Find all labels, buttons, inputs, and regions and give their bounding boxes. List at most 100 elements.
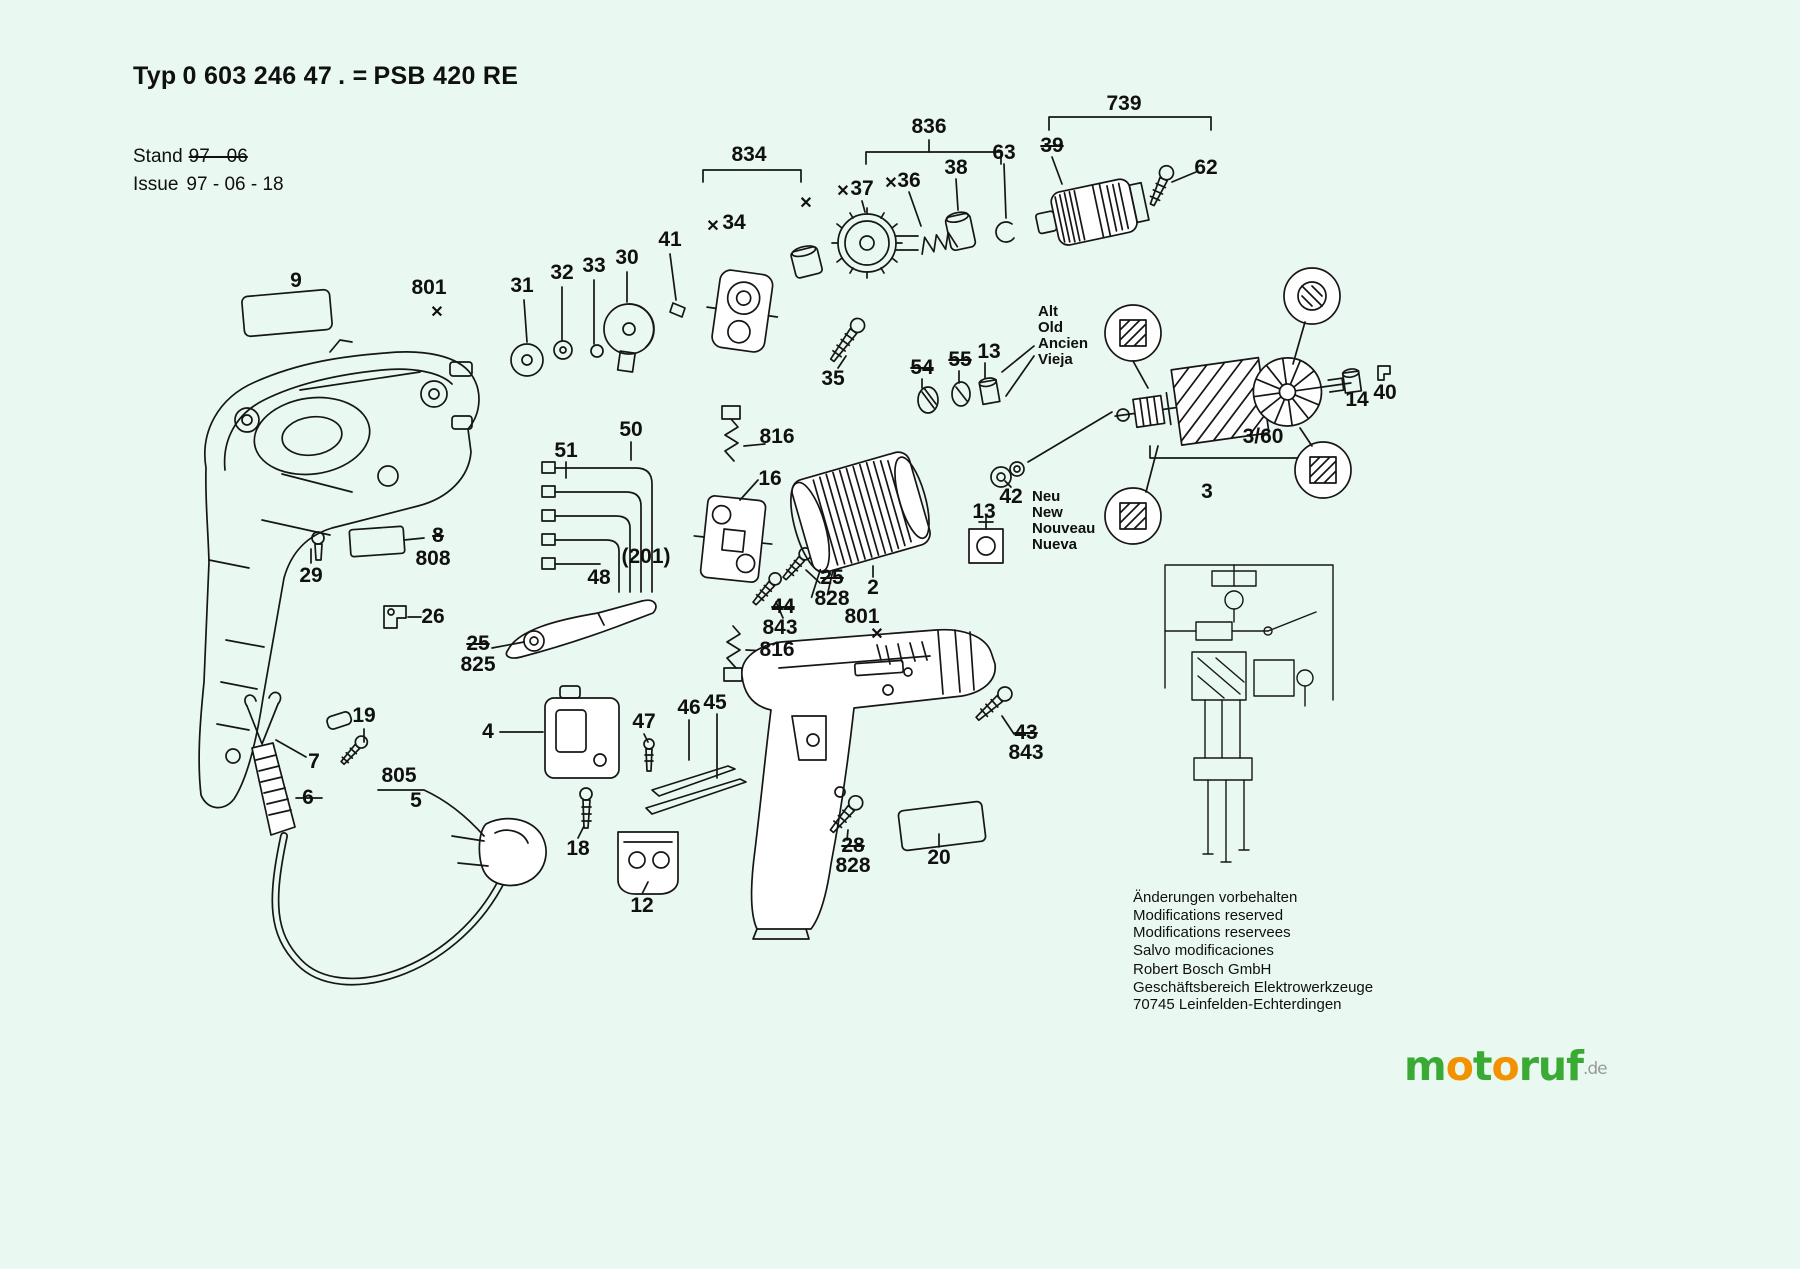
- part-label-13: 13: [972, 500, 996, 523]
- part-label-29: 29: [299, 564, 323, 587]
- part-label-20: 20: [927, 846, 951, 869]
- legend-new-line: Neu: [1032, 488, 1061, 505]
- part-label-40: 40: [1373, 381, 1397, 404]
- part-label-30: 30: [615, 246, 639, 269]
- part-label-816: 816: [759, 425, 795, 448]
- part-label-13: 13: [977, 340, 1001, 363]
- stator-drawing: [790, 451, 931, 599]
- motoruf-watermark: motoruf.de: [1404, 1042, 1608, 1090]
- part-label-25: 25: [820, 566, 844, 589]
- part-label-32: 32: [550, 261, 574, 284]
- legend-new-line: Nouveau: [1032, 520, 1096, 537]
- notice-line: Salvo modificaciones: [1133, 941, 1274, 959]
- stand-label: Stand: [133, 146, 183, 167]
- armature-drawing: [1114, 356, 1352, 446]
- part-label-44: 44: [771, 595, 795, 618]
- part-label-3: 3: [1201, 480, 1213, 503]
- part-label-48: 48: [587, 566, 611, 589]
- part-label-33: 33: [582, 254, 606, 277]
- part-label-843: 843: [1008, 741, 1044, 764]
- issue-value: 97 - 06 - 18: [186, 174, 284, 195]
- notice-line: Änderungen vorbehalten: [1133, 889, 1298, 906]
- chuck-drawing: [1035, 178, 1150, 246]
- part-label-836: 836: [911, 115, 947, 138]
- part-label-31: 31: [510, 274, 534, 297]
- part-label-41: 41: [658, 228, 682, 251]
- company-line: 70745 Leinfelden-Echterdingen: [1133, 996, 1342, 1013]
- legend-old-line: Old: [1038, 319, 1063, 336]
- part-label-2: 2: [867, 576, 879, 599]
- part-label-5: 5: [410, 789, 422, 812]
- part-label-37: 37: [850, 177, 874, 200]
- discontinued-x-mark: ✕: [884, 175, 898, 192]
- watermark-letter: m: [1404, 1042, 1447, 1090]
- notice-line: Modifications reservees: [1133, 924, 1291, 941]
- notice-line: Modifications reserved: [1133, 906, 1284, 924]
- legend-old-line: Alt: [1038, 303, 1058, 320]
- part-label-739: 739: [1106, 92, 1142, 115]
- detail-callout-circles: [1104, 267, 1352, 545]
- discontinued-x-mark: ✕: [870, 626, 884, 643]
- drill-body-drawing: [741, 628, 996, 940]
- company-line: Robert Bosch GmbH: [1133, 961, 1272, 978]
- equals-sign: . =: [338, 62, 368, 90]
- part-label-45: 45: [703, 691, 727, 714]
- watermark-letter: f: [1566, 1042, 1584, 1090]
- part-label-825: 825: [460, 653, 496, 676]
- discontinued-x-mark: ✕: [706, 218, 720, 235]
- part-label-35: 35: [821, 367, 845, 390]
- part-label-42: 42: [999, 485, 1023, 508]
- watermark-letter: r: [1518, 1042, 1539, 1090]
- part-label-801: 801: [844, 605, 880, 628]
- part-label-9: 9: [290, 269, 302, 292]
- part-label-55: 55: [948, 348, 972, 371]
- part-label-39: 39: [1040, 134, 1064, 157]
- wiring-schematic-drawing: [1164, 564, 1334, 863]
- part-label-62: 62: [1194, 156, 1218, 179]
- stand-value-struck: 97 - 06: [188, 146, 248, 167]
- part-label-16: 16: [758, 467, 782, 490]
- issue-label: Issue: [133, 174, 179, 195]
- part-label-47: 47: [632, 710, 656, 733]
- part-label-828: 828: [814, 587, 850, 610]
- part-label-14: 14: [1345, 388, 1369, 411]
- issue-line: Issue 97 - 06 - 18: [133, 174, 292, 196]
- discontinued-x-mark: ✕: [836, 183, 850, 200]
- legend-new-line: Nueva: [1032, 536, 1078, 553]
- discontinued-x-mark: ✕: [799, 195, 813, 212]
- part-label-4: 4: [482, 720, 494, 743]
- legend-new-line: New: [1032, 504, 1063, 521]
- part-label-3/60: 3/60: [1242, 425, 1284, 448]
- part-label-201: (201): [621, 545, 671, 568]
- part-label-50: 50: [619, 418, 643, 441]
- discontinued-x-mark: ✕: [430, 304, 444, 321]
- part-label-834: 834: [731, 143, 767, 166]
- part-label-8: 8: [432, 524, 444, 547]
- part-label-843: 843: [762, 616, 798, 639]
- part-label-36: 36: [897, 169, 921, 192]
- part-label-828: 828: [835, 854, 871, 877]
- watermark-letter: u: [1537, 1042, 1567, 1090]
- part-label-805: 805: [381, 764, 417, 787]
- wire-set-drawing: [541, 441, 653, 593]
- part-label-25: 25: [466, 632, 490, 655]
- part-label-801: 801: [411, 276, 447, 299]
- housing-shell-drawing: [198, 339, 480, 809]
- watermark-letter: t: [1472, 1042, 1493, 1090]
- part-label-46: 46: [677, 696, 701, 719]
- legend-old-line: Vieja: [1038, 351, 1073, 368]
- part-label-19: 19: [352, 704, 376, 727]
- company-line: Geschäftsbereich Elektrowerkzeuge: [1133, 978, 1374, 996]
- part-label-7: 7: [308, 750, 320, 773]
- part-label-38: 38: [944, 156, 968, 179]
- part-label-34: 34: [722, 211, 746, 234]
- type-number: 0 603 246 47: [182, 62, 333, 90]
- power-cord-drawing: [271, 789, 547, 986]
